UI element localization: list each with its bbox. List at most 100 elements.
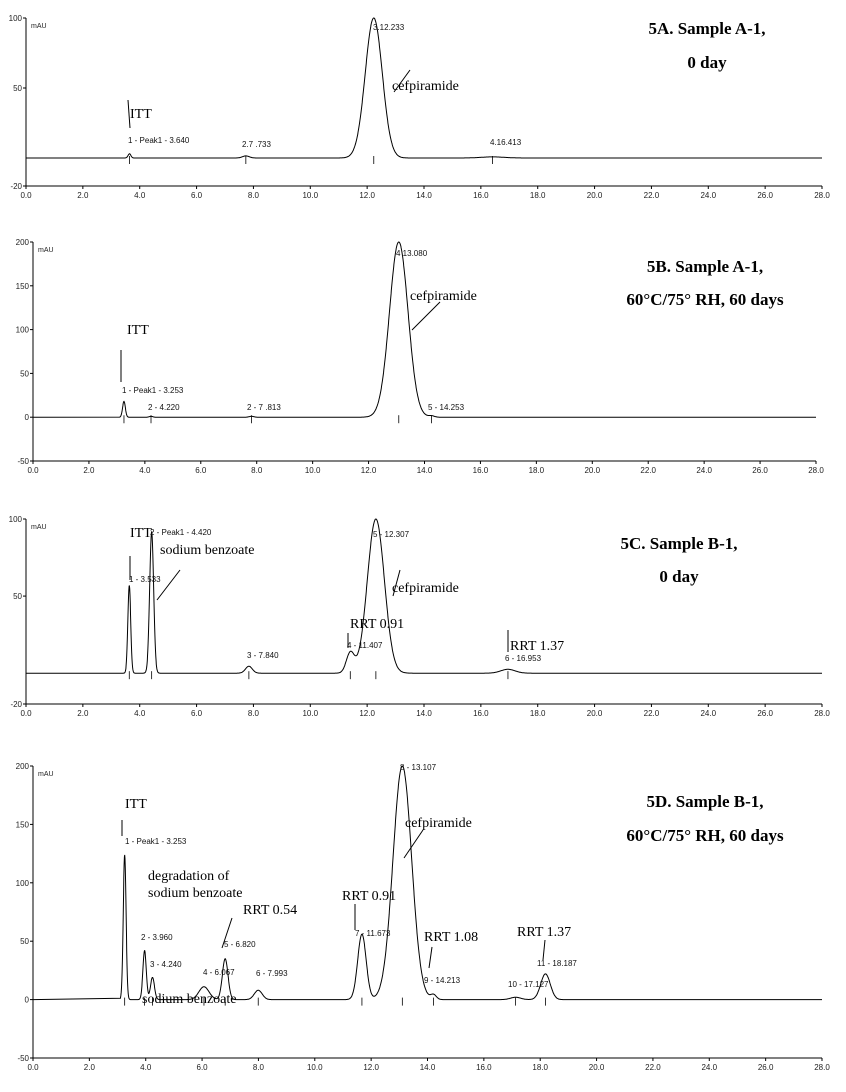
x-tick-label: 4.0: [140, 1063, 152, 1072]
x-tick-label: 8.0: [248, 191, 260, 200]
x-tick-label: 16.0: [473, 466, 489, 475]
x-tick-label: 28.0: [808, 466, 824, 475]
peak-annotation: RRT 0.54: [243, 903, 297, 918]
x-tick-label: 14.0: [416, 191, 432, 200]
annotation-leader: [428, 946, 433, 969]
x-tick-label: 8.0: [253, 1063, 265, 1072]
x-tick-label: 8.0: [251, 466, 263, 475]
annotation-leader: [403, 829, 424, 859]
x-tick-label: 2.0: [77, 191, 89, 200]
y-tick-label: 50: [13, 84, 22, 93]
x-tick-label: 4.0: [134, 191, 146, 200]
x-tick-label: 14.0: [416, 709, 432, 718]
y-tick-label: 50: [13, 592, 22, 601]
x-tick-label: 24.0: [696, 466, 712, 475]
x-tick-label: 14.0: [417, 466, 433, 475]
peak-label: 1 - Peak1 - 3.253: [125, 837, 187, 846]
peak-label: 9 - 14.213: [424, 976, 461, 985]
x-tick-label: 14.0: [420, 1063, 436, 1072]
peak-annotation: RRT 1.37: [510, 639, 564, 654]
y-tick-label: 150: [16, 282, 30, 291]
x-tick-label: 12.0: [363, 1063, 379, 1072]
x-tick-label: 4.0: [134, 709, 146, 718]
x-tick-label: 12.0: [361, 466, 377, 475]
x-tick-label: 18.0: [530, 709, 546, 718]
x-tick-label: 10.0: [305, 466, 321, 475]
peak-annotation: sodium benzoate: [142, 992, 236, 1007]
peak-label: 4 - 11.407: [347, 641, 383, 650]
x-tick-label: 22.0: [645, 1063, 661, 1072]
annotation-leader: [411, 301, 441, 331]
x-tick-label: 10.0: [302, 709, 318, 718]
x-tick-label: 6.0: [191, 191, 203, 200]
x-tick-label: 6.0: [195, 466, 207, 475]
panel-title: 5B. Sample A-1,: [647, 257, 763, 276]
y-tick-label: 50: [20, 937, 29, 946]
y-tick-label: 50: [20, 369, 29, 378]
annotation-leader: [156, 569, 181, 601]
x-tick-label: 18.0: [529, 466, 545, 475]
chromatogram-trace: [26, 518, 822, 674]
x-tick-label: 2.0: [83, 466, 95, 475]
panel-title: 5A. Sample A-1,: [648, 19, 765, 38]
x-tick-label: 24.0: [701, 1063, 717, 1072]
y-tick-label: 100: [16, 879, 30, 888]
peak-annotation: cefpiramide: [392, 79, 459, 94]
x-tick-label: 10.0: [307, 1063, 323, 1072]
chromatogram-trace: [32, 241, 816, 418]
peak-annotation: sodium benzoate: [160, 543, 254, 558]
y-tick-label: -20: [10, 700, 22, 709]
peak-label: 6 - 7.993: [256, 969, 288, 978]
peak-label: 2 - 3.960: [141, 933, 173, 942]
x-tick-label: 16.0: [473, 191, 489, 200]
annotation-leader: [221, 917, 233, 949]
panel-title: 0 day: [687, 53, 727, 72]
peak-label: 1 - Peak1 - 3.640: [128, 136, 190, 145]
y-tick-label: 200: [16, 238, 30, 247]
x-tick-label: 24.0: [700, 191, 716, 200]
peak-label: 5 - 12.307: [373, 530, 410, 539]
x-tick-label: 16.0: [473, 709, 489, 718]
peak-annotation: cefpiramide: [410, 289, 477, 304]
y-tick-label: 200: [16, 762, 30, 771]
x-tick-label: 26.0: [757, 709, 773, 718]
x-tick-label: 0.0: [27, 1063, 39, 1072]
x-tick-label: 8.0: [248, 709, 260, 718]
x-tick-label: 16.0: [476, 1063, 492, 1072]
annotation-leader: [393, 69, 411, 93]
x-tick-label: 6.0: [197, 1063, 209, 1072]
y-tick-label: 0: [25, 996, 30, 1005]
x-tick-label: 6.0: [191, 709, 203, 718]
peak-label: 7 - 11.673: [355, 929, 391, 938]
peak-label: 3 - 4.240: [150, 960, 182, 969]
peak-annotation: degradation of: [148, 869, 230, 884]
x-tick-label: 0.0: [20, 191, 32, 200]
peak-annotation: ITT: [127, 323, 149, 338]
x-tick-label: 22.0: [644, 191, 660, 200]
panel-title: 0 day: [659, 567, 699, 586]
peak-annotation: ITT: [125, 797, 147, 812]
annotation-leader: [127, 99, 131, 129]
annotation-leader: [392, 569, 401, 597]
x-tick-label: 4.0: [139, 466, 151, 475]
y-unit-label: mAU: [31, 23, 47, 30]
peak-annotation: RRT 1.37: [517, 925, 571, 940]
y-tick-label: 0: [25, 413, 30, 422]
peak-label: 2.7 .733: [242, 140, 271, 149]
x-tick-label: 12.0: [359, 709, 375, 718]
peak-annotation: cefpiramide: [392, 581, 459, 596]
peak-label: 6 - 16.953: [505, 654, 542, 663]
x-tick-label: 24.0: [700, 709, 716, 718]
x-tick-label: 26.0: [752, 466, 768, 475]
x-tick-label: 2.0: [84, 1063, 96, 1072]
y-tick-label: 100: [9, 515, 23, 524]
x-tick-label: 12.0: [359, 191, 375, 200]
y-tick-label: 150: [16, 820, 30, 829]
x-tick-label: 28.0: [814, 191, 830, 200]
y-tick-label: 100: [16, 326, 30, 335]
peak-label: 8 - 13.107: [400, 763, 437, 772]
x-tick-label: 18.0: [530, 191, 546, 200]
panel-title: 60°C/75° RH, 60 days: [626, 826, 784, 845]
